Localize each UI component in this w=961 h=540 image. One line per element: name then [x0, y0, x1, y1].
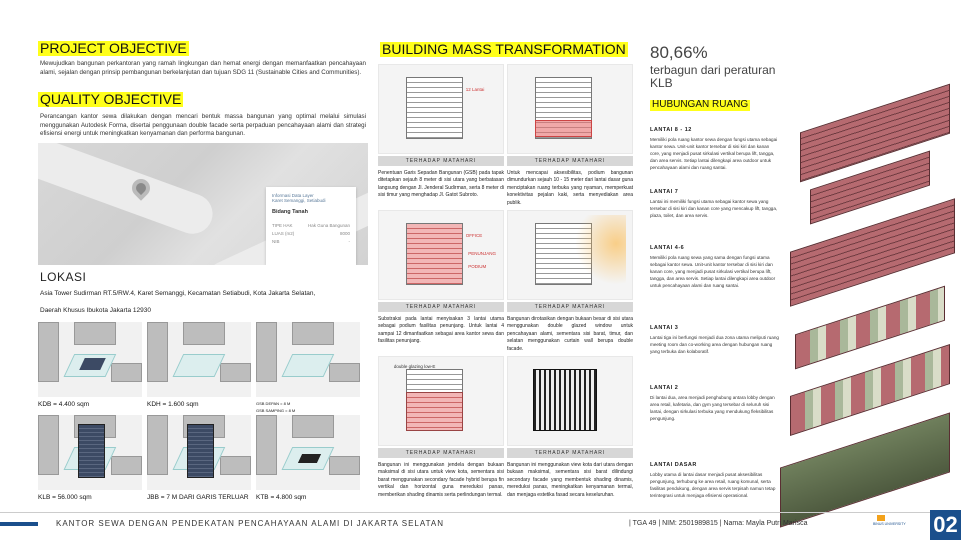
floor-title: LANTAI 8 - 12 [650, 127, 692, 133]
step-bar: TERHADAP MATAHARI [507, 448, 633, 458]
mass-transformation-title: BUILDING MASS TRANSFORMATION [380, 41, 628, 57]
project-objective-text: Mewujudkan bangunan perkantoran yang ram… [40, 60, 366, 76]
site-boundary [172, 353, 226, 376]
floor-title: LANTAI 7 [650, 189, 679, 195]
regulation-label: KLB = 56.000 sqm [38, 494, 92, 501]
diagram-annotation: double glazing low-E [393, 364, 436, 370]
regulation-label: KDB = 4.400 sqm [38, 401, 90, 408]
hubungan-ruang-title: HUBUNGAN RUANG [650, 99, 751, 111]
step-bar: TERHADAP MATAHARI [507, 156, 633, 166]
floor-description: Di lantai dua, area menjadi penghubung a… [650, 395, 775, 421]
footer-student-info: | TGA 49 | NIM: 2501989815 | Nama: Mayla… [629, 520, 808, 527]
binus-logo: BINUS UNIVERSITY [873, 514, 913, 536]
klb-label: terbagun dari peraturan KLB [650, 63, 776, 90]
regulation-diagram-kdh [147, 322, 251, 397]
tower-mass [186, 424, 214, 478]
regulation-diagram-ktb [256, 415, 360, 490]
diagram-annotation: PODIUM [468, 263, 487, 269]
regulation-label: GSB DEPAN = 8 M [256, 401, 291, 406]
diagram-annotation: OFFICE [465, 233, 483, 238]
mass-diagram-step-4 [507, 210, 633, 300]
step-description: Untuk mencapai aksesibilitas, podium ban… [507, 170, 633, 206]
card-key: LUAS (m2) [272, 231, 295, 236]
floor-title: LANTAI DASAR [650, 462, 697, 468]
card-title: Informasi Data Layer [272, 193, 314, 198]
mass-diagram-step-1: 12 Lantai [378, 64, 504, 154]
regulation-label: KTB = 4.800 sqm [256, 494, 307, 501]
step-bar: TERHADAP MATAHARI [378, 448, 504, 458]
mass-diagram-step-6 [507, 356, 633, 446]
regulation-diagram-gsb [256, 322, 360, 397]
logo-mark-icon [877, 515, 885, 521]
footer-divider [0, 512, 930, 513]
address-line-1: Asia Tower Sudirman RT.5/RW.4, Karet Sem… [40, 290, 316, 297]
step-description: Substraksi pada lantai menyisakan 3 lant… [378, 316, 504, 345]
regulation-label-2: GSB SAMPING = 8 M [256, 408, 296, 413]
logo-text: BINUS UNIVERSITY [873, 522, 906, 526]
mass-diagram-step-3: OFFICE PENUNJANG PODIUM [378, 210, 504, 300]
step-description: Bangunan ini menggunakan view kota dari … [507, 462, 633, 498]
project-objective-title: PROJECT OBJECTIVE [38, 40, 189, 56]
tower-mass [77, 424, 105, 478]
klb-percentage: 80,66% [650, 43, 708, 62]
footer-accent-bar [0, 522, 38, 526]
regulation-diagram-klb [38, 415, 142, 490]
step-bar: TERHADAP MATAHARI [378, 302, 504, 312]
diagram-annotation: PENUNJANG [468, 250, 497, 256]
floor-title: LANTAI 2 [650, 385, 679, 391]
step-description: Bangunan dirotasikan dengan bukaan besar… [507, 316, 633, 352]
card-subtitle: Karet Semanggi, Setiabudi [272, 198, 326, 203]
footer-title: KANTOR SEWA DENGAN PENDEKATAN PENCAHAYAA… [56, 519, 445, 528]
step-description: Penentuan Garis Sepadan Bangunan (GSB) p… [378, 170, 504, 199]
floor-description: Memiliki pola ruang sewa yang sama denga… [650, 255, 776, 288]
mass-diagram-step-2 [507, 64, 633, 154]
floor-description: Lantai tiga ini berfungsi menjadi dua zo… [650, 335, 779, 354]
sun-gradient [576, 215, 626, 286]
card-key: TIPE HAK [272, 223, 293, 228]
card-value: Hak Guna Bangunan [307, 223, 350, 228]
mass-diagram-step-5: double glazing low-E [378, 356, 504, 446]
page-number: 02 [930, 510, 961, 540]
floor-title: LANTAI 4-6 [650, 245, 685, 251]
floor-title: LANTAI 3 [650, 325, 679, 331]
site-map[interactable]: Informasi Data Layer Karet Semanggi, Set… [38, 143, 368, 265]
floor-description: Memiliki pola ruang kantor sewa dengan f… [650, 137, 778, 170]
quality-objective-title: QUALITY OBJECTIVE [38, 91, 184, 107]
lokasi-title: LOKASI [40, 270, 87, 284]
address-line-2: Daerah Khusus Ibukota Jakarta 12930 [40, 307, 151, 314]
map-info-card: Informasi Data Layer Karet Semanggi, Set… [266, 187, 356, 265]
card-heading: Bidang Tanah [272, 209, 308, 215]
floor-description: Lantai ini memiliki fungsi utama sebagai… [650, 199, 778, 218]
site-boundary [281, 353, 335, 376]
card-value: - [348, 239, 351, 244]
quality-objective-text: Perancangan kantor sewa dilakukan dengan… [40, 113, 366, 138]
diagram-annotation: 12 Lantai [465, 87, 485, 92]
floor-description: Lobby utama di lantai dasar menjadi pusa… [650, 472, 776, 498]
card-value: 8000 [339, 231, 350, 236]
regulation-diagram-kdb [38, 322, 142, 397]
step-bar: TERHADAP MATAHARI [507, 302, 633, 312]
building-mass [406, 77, 464, 139]
regulation-label: JBB = 7 M DARI GARIS TERLUAR [147, 494, 249, 501]
step-description: Bangunan ini menggunakan jendela dengan … [378, 462, 504, 498]
regulation-label: KDH = 1.600 sqm [147, 401, 199, 408]
step-bar: TERHADAP MATAHARI [378, 156, 504, 166]
regulation-diagram-jbb [147, 415, 251, 490]
card-key: NIB [272, 239, 280, 244]
building-mass [406, 223, 464, 285]
